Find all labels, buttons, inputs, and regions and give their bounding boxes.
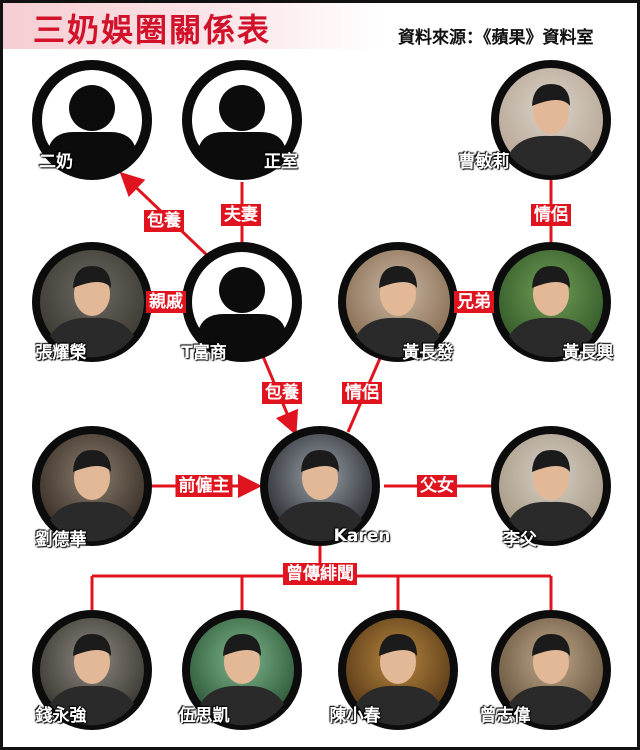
hair-shape (379, 266, 417, 288)
hair-shape (532, 84, 570, 106)
relation-label-qinglv-2: 情侶 (342, 382, 382, 404)
hair-shape (301, 450, 339, 472)
person-name-lifu: 李父 (503, 530, 537, 550)
person-node-huangchangfa (338, 242, 458, 362)
silhouette-body-icon (48, 132, 136, 177)
person-node-tfushang (182, 242, 302, 362)
person-node-liudehua (32, 426, 152, 546)
person-name-huangchangxing: 黃長興 (562, 343, 614, 363)
hair-shape (379, 634, 417, 656)
person-name-wusikai: 伍思凱 (178, 706, 230, 726)
relation-label-qinglv-1: 情侶 (531, 204, 571, 226)
person-node-karen (260, 426, 380, 546)
shoulders-shape (509, 685, 593, 726)
silhouette-body-icon (198, 132, 286, 177)
relation-label-xiongdi: 兄弟 (454, 291, 494, 313)
person-name-liudehua: 劉德華 (35, 530, 87, 550)
relation-label-baoyang-2: 包養 (262, 382, 302, 404)
person-node-zhangyaorong (32, 242, 152, 362)
person-name-zhangyaorong: 張耀榮 (35, 343, 87, 363)
shoulders-shape (509, 501, 593, 542)
person-node-zhengshi (182, 60, 302, 180)
silhouette-body-icon (198, 314, 286, 359)
person-node-ernai (32, 60, 152, 180)
hair-shape (532, 450, 570, 472)
person-name-caominli: 曹敏莉 (458, 152, 510, 172)
hair-shape (532, 266, 570, 288)
person-name-huangchangfa: 黃長發 (402, 343, 454, 363)
relation-label-fuqi: 夫妻 (221, 204, 261, 226)
title-bar: 三奶娛圈關係表 (3, 3, 383, 49)
page-title: 三奶娛圈關係表 (33, 11, 272, 49)
shoulders-shape (356, 317, 440, 358)
relation-label-feiwen: 曾傳緋聞 (283, 563, 357, 585)
shoulders-shape (50, 317, 134, 358)
hair-shape (73, 266, 111, 288)
hair-shape (223, 634, 261, 656)
shoulders-shape (50, 685, 134, 726)
shoulders-shape (200, 685, 284, 726)
relation-label-funv: 父女 (417, 475, 457, 497)
person-node-huangchangxing (491, 242, 611, 362)
person-node-chenxiaochun (338, 610, 458, 730)
person-name-karen: Karen (333, 526, 391, 546)
shoulders-shape (356, 685, 440, 726)
person-name-chenxiaochun: 陳小春 (329, 706, 381, 726)
silhouette-head-icon (219, 85, 265, 131)
person-node-qianyongqiang (32, 610, 152, 730)
shoulders-shape (278, 501, 362, 542)
person-name-tfushang: T富商 (181, 343, 227, 363)
person-node-lifu (491, 426, 611, 546)
person-name-qianyongqiang: 錢永強 (35, 706, 87, 726)
hair-shape (73, 450, 111, 472)
relation-label-qinqi: 親戚 (146, 291, 186, 313)
person-node-zengzhiwei (491, 610, 611, 730)
person-node-wusikai (182, 610, 302, 730)
silhouette-head-icon (69, 85, 115, 131)
person-node-caominli (491, 60, 611, 180)
relation-label-qianguzhu: 前僱主 (175, 475, 233, 497)
person-nodes (32, 60, 611, 730)
relation-label-baoyang-1: 包養 (144, 210, 184, 232)
shoulders-shape (50, 501, 134, 542)
person-name-ernai: 二奶 (39, 152, 73, 172)
shoulders-shape (509, 135, 593, 176)
person-name-zhengshi: 正室 (264, 152, 298, 172)
person-name-zengzhiwei: 曾志偉 (479, 706, 531, 726)
hair-shape (73, 634, 111, 656)
source-caption: 資料來源：《蘋果》資料室 (398, 28, 594, 48)
hair-shape (532, 634, 570, 656)
shoulders-shape (509, 317, 593, 358)
silhouette-head-icon (219, 267, 265, 313)
